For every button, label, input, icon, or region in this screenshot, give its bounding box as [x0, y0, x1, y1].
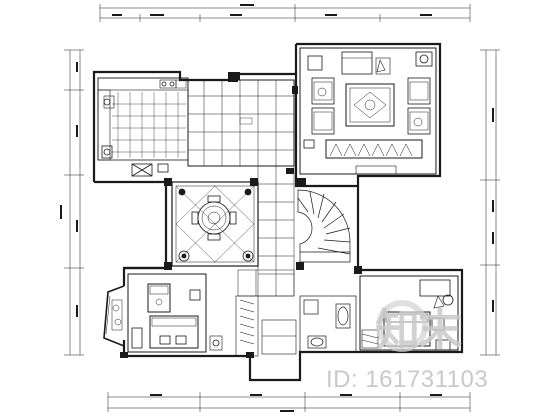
- walk-in-closet: [235, 295, 297, 357]
- sofa-left: [311, 77, 335, 135]
- structural-columns: [120, 72, 362, 358]
- dimension-lines-left: [60, 49, 84, 356]
- dimension-lines-bottom: [107, 392, 471, 412]
- bathroom: [299, 295, 357, 353]
- sofa-right: [407, 77, 431, 135]
- living-room: [299, 47, 437, 175]
- tv-cabinet: [303, 139, 423, 175]
- watermark-logo-mark: [376, 300, 428, 352]
- dining-hall-tiles: [175, 72, 298, 167]
- watermark-brand: 知末: [376, 306, 462, 355]
- dining-room: [171, 181, 259, 267]
- kitchen: [97, 77, 189, 177]
- corridor-tiles: [237, 165, 306, 297]
- dimension-lines-top: [99, 4, 471, 22]
- kitchen-floor-tiles: [112, 92, 186, 158]
- dimension-lines-right: [480, 49, 500, 356]
- coffee-table-rug: [345, 83, 395, 127]
- spiral-staircase: [297, 189, 351, 263]
- watermark-id: ID: 161731103: [326, 366, 489, 393]
- bedroom-left: [103, 273, 223, 353]
